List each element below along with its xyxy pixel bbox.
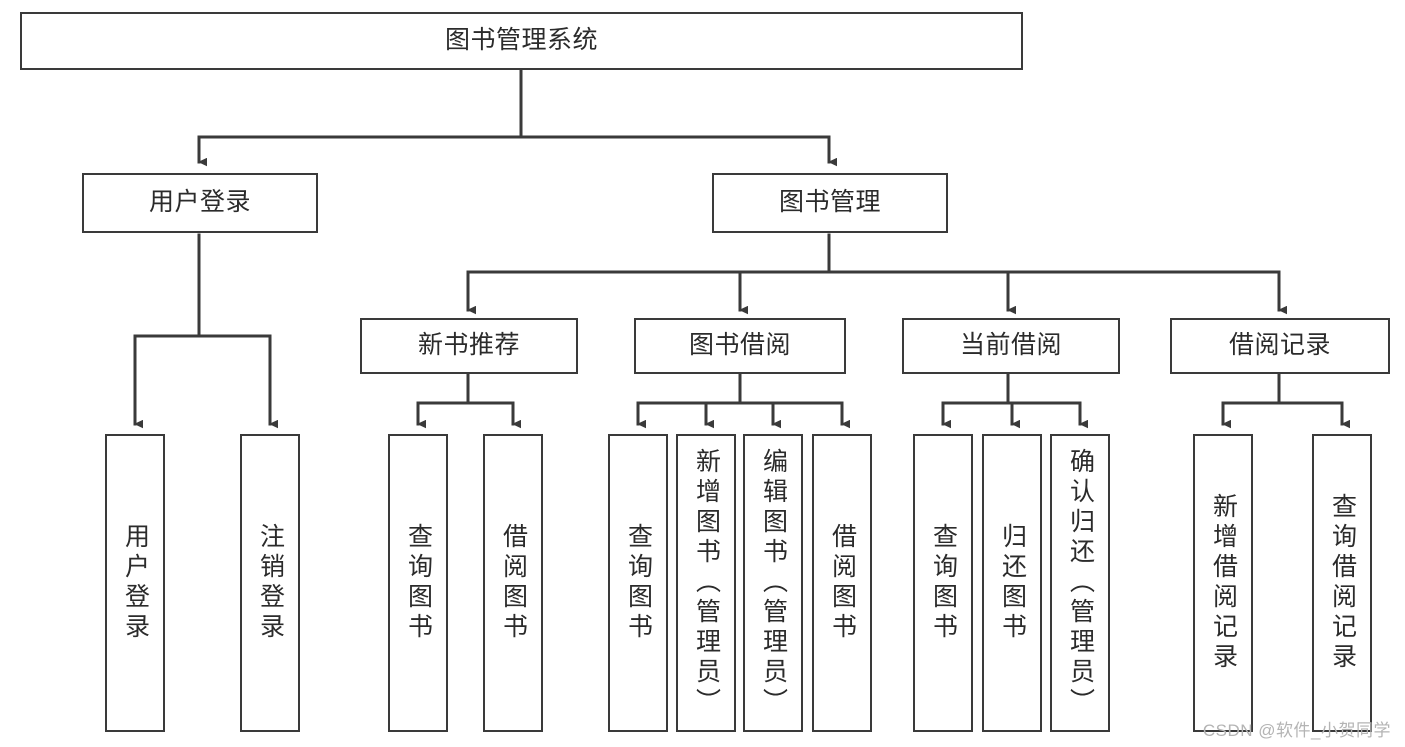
node-leaf-query-book-1-label: 查询图书 [404,523,433,643]
node-leaf-query-book-1[interactable]: 查询图书 [388,434,448,732]
node-root[interactable]: 图书管理系统 [20,12,1023,70]
node-book-borrow-label: 图书借阅 [688,331,791,360]
node-book-manage-label: 图书管理 [778,188,881,217]
node-new-book-rec-label: 新书推荐 [417,331,520,360]
node-new-book-rec[interactable]: 新书推荐 [360,318,578,374]
node-leaf-borrow-book-1-label: 借阅图书 [499,523,528,643]
node-leaf-add-record-label: 新增借阅记录 [1209,493,1238,673]
watermark-text: CSDN @软件_小贺同学 [1202,721,1391,740]
node-leaf-query-book-3-label: 查询图书 [929,523,958,643]
node-leaf-query-book-3[interactable]: 查询图书 [913,434,973,732]
node-leaf-add-book-label: 新增图书（管理员） [692,448,721,718]
node-leaf-user-login[interactable]: 用户登录 [105,434,165,732]
node-leaf-user-login-label: 用户登录 [121,523,150,643]
node-root-label: 图书管理系统 [444,26,598,55]
node-leaf-borrow-book-2[interactable]: 借阅图书 [812,434,872,732]
node-leaf-query-record-label: 查询借阅记录 [1328,493,1357,673]
node-leaf-query-book-2[interactable]: 查询图书 [608,434,668,732]
node-current-borrow-label: 当前借阅 [959,331,1062,360]
node-borrow-record-label: 借阅记录 [1228,331,1331,360]
node-user-login[interactable]: 用户登录 [82,173,318,233]
node-book-manage[interactable]: 图书管理 [712,173,948,233]
node-borrow-record[interactable]: 借阅记录 [1170,318,1390,374]
node-leaf-borrow-book-1[interactable]: 借阅图书 [483,434,543,732]
node-leaf-add-record[interactable]: 新增借阅记录 [1193,434,1253,732]
node-leaf-edit-book[interactable]: 编辑图书（管理员） [743,434,803,732]
node-leaf-add-book[interactable]: 新增图书（管理员） [676,434,736,732]
node-current-borrow[interactable]: 当前借阅 [902,318,1120,374]
node-leaf-return-book-label: 归还图书 [998,523,1027,643]
node-book-borrow[interactable]: 图书借阅 [634,318,846,374]
node-user-login-label: 用户登录 [148,188,251,217]
node-leaf-logout[interactable]: 注销登录 [240,434,300,732]
node-leaf-return-book[interactable]: 归还图书 [982,434,1042,732]
node-leaf-logout-label: 注销登录 [256,523,285,643]
node-leaf-confirm-return[interactable]: 确认归还（管理员） [1050,434,1110,732]
node-leaf-query-record[interactable]: 查询借阅记录 [1312,434,1372,732]
node-leaf-confirm-return-label: 确认归还（管理员） [1066,448,1095,718]
node-leaf-query-book-2-label: 查询图书 [624,523,653,643]
node-leaf-edit-book-label: 编辑图书（管理员） [759,448,788,718]
node-leaf-borrow-book-2-label: 借阅图书 [828,523,857,643]
